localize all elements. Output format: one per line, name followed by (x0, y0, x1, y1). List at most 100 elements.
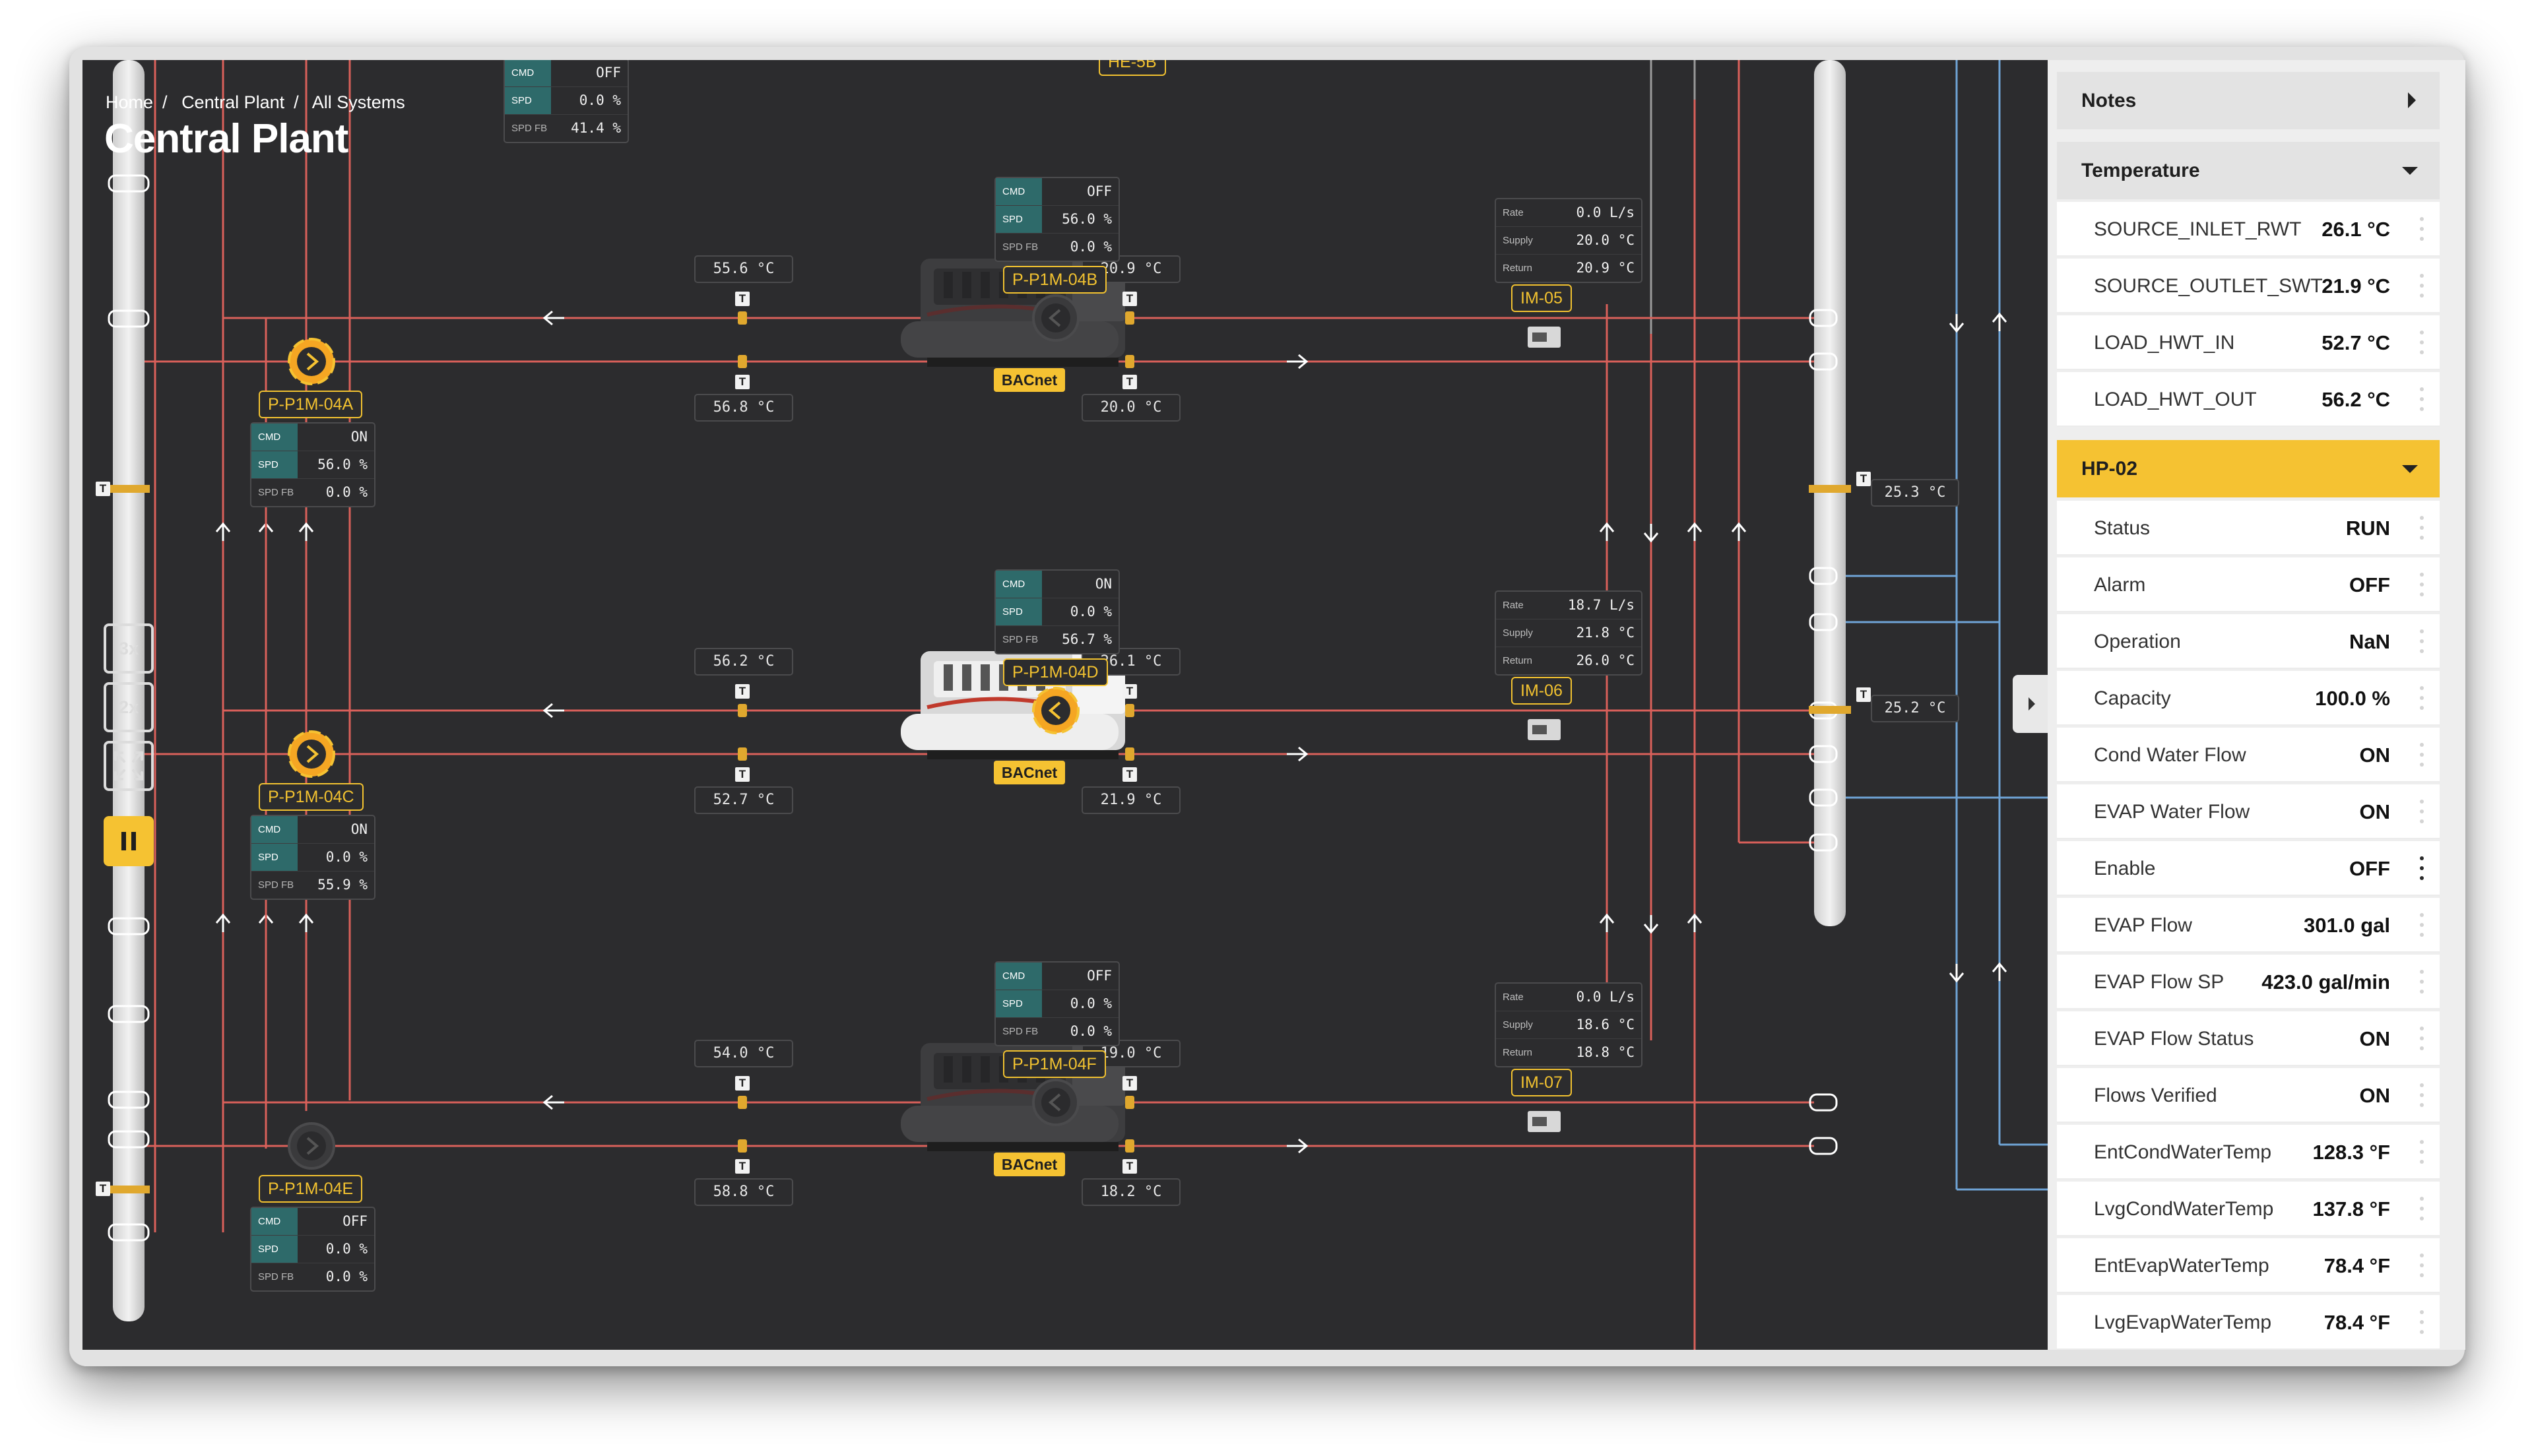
spd-value[interactable]: 0.0 % (579, 92, 621, 108)
breadcrumb-all-systems[interactable]: All Systems (311, 92, 405, 112)
meter-name-tag[interactable]: IM-06 (1511, 677, 1572, 705)
pause-button[interactable] (104, 816, 154, 866)
more-options-icon[interactable] (2420, 516, 2424, 540)
more-options-icon[interactable] (2420, 1027, 2424, 1050)
right-pump-name-tag[interactable]: P-P1M-04D (1003, 658, 1108, 686)
temperature-sensor-label: T (1122, 1159, 1137, 1174)
more-options-icon[interactable] (2420, 331, 2424, 354)
more-options-icon[interactable] (2420, 1253, 2424, 1277)
more-options-icon[interactable] (2420, 743, 2424, 767)
collapse-sidebar-button[interactable] (2013, 675, 2051, 733)
spd-value[interactable]: 0.0 % (325, 849, 368, 865)
left-pump-name-tag[interactable]: P-P1M-04E (259, 1175, 363, 1203)
meter-name-tag[interactable]: IM-07 (1511, 1069, 1572, 1096)
more-options-icon[interactable] (2420, 1140, 2424, 1164)
top-partial-tag[interactable]: HE-5B (1099, 60, 1166, 76)
temp-left-top: 56.2 °C (694, 648, 793, 676)
right-pump-name-tag[interactable]: P-P1M-04B (1003, 266, 1107, 294)
more-options-icon[interactable] (2420, 274, 2424, 298)
left-pump-name-tag[interactable]: P-P1M-04A (259, 391, 363, 418)
piping-layer (108, 60, 2049, 1350)
more-options-icon[interactable] (2420, 970, 2424, 994)
fit-view-button[interactable] (104, 741, 154, 791)
cmd-value[interactable]: OFF (342, 1213, 368, 1229)
temperature-section-header[interactable]: Temperature (2057, 142, 2440, 199)
more-options-icon[interactable] (2420, 1197, 2424, 1220)
notes-section-header[interactable]: Notes (2057, 72, 2440, 129)
cmd-value[interactable]: OFF (1087, 968, 1112, 984)
pump-icon[interactable] (288, 338, 335, 385)
spd-value[interactable]: 0.0 % (325, 1241, 368, 1257)
more-options-icon[interactable] (2420, 800, 2424, 823)
flow-arrow-icon (1643, 915, 1659, 934)
cmd-value[interactable]: OFF (1087, 183, 1112, 199)
left-pump-name-tag[interactable]: P-P1M-04C (259, 783, 364, 811)
more-options-icon[interactable] (2420, 1083, 2424, 1107)
supply-value: 21.8 °C (1576, 625, 1635, 641)
pump-icon[interactable] (288, 1122, 335, 1170)
right-pump-name-tag[interactable]: P-P1M-04F (1003, 1050, 1106, 1078)
cmd-value[interactable]: ON (1095, 576, 1112, 592)
spd-value[interactable]: 56.0 % (1062, 211, 1112, 227)
meter-name-tag[interactable]: IM-05 (1511, 284, 1572, 312)
sensor-icon (1809, 706, 1851, 714)
breadcrumb-home[interactable]: Home (106, 92, 154, 112)
pump-icon[interactable] (1032, 1079, 1080, 1126)
more-options-icon[interactable] (2420, 629, 2424, 653)
pump-icon[interactable] (1032, 687, 1080, 734)
spd-value[interactable]: 56.0 % (317, 457, 368, 472)
flow-arrow-icon (1599, 522, 1615, 541)
more-options-icon[interactable] (2420, 686, 2424, 710)
cmd-value[interactable]: ON (350, 429, 368, 445)
pump-icon[interactable] (288, 730, 335, 778)
more-options-icon[interactable] (2420, 387, 2424, 411)
pause-icon (121, 832, 136, 850)
spd-value[interactable]: 0.0 % (1070, 996, 1112, 1011)
spd-value[interactable]: 0.0 % (1070, 604, 1112, 619)
cmd-value[interactable]: OFF (596, 65, 621, 80)
zoom-3x-button[interactable]: 3x (104, 623, 154, 674)
more-options-icon[interactable] (2420, 913, 2424, 937)
more-options-icon[interactable] (2420, 217, 2424, 241)
cmd-value[interactable]: ON (350, 821, 368, 837)
pump-icon[interactable] (1032, 294, 1080, 342)
flow-arrow-icon (1687, 913, 1703, 932)
hp02-section-header[interactable]: HP-02 (2057, 440, 2440, 497)
zoom-2x-button[interactable]: 2x (104, 682, 154, 732)
property-value: 52.7 °C (2322, 331, 2390, 354)
more-options-icon[interactable] (2420, 1310, 2424, 1334)
more-options-icon[interactable] (2420, 856, 2424, 880)
plant-diagram[interactable]: Home/ Central Plant/ All Systems Central… (82, 60, 2049, 1350)
more-options-icon[interactable] (2420, 573, 2424, 596)
breadcrumb-central-plant[interactable]: Central Plant (181, 92, 285, 112)
